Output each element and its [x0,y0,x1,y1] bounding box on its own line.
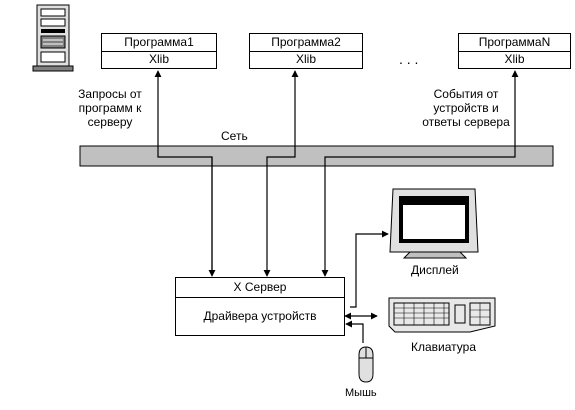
server-tower-icon [32,4,74,72]
program2-box: Программа2 Xlib [249,33,363,69]
x-server-title: X Сервер [176,278,344,298]
mouse-label: Мышь [345,387,377,399]
ellipsis: . . . [399,51,419,67]
events-label-line2: устройств и [433,101,499,115]
program1-xlib: Xlib [148,52,169,66]
requests-label-line2: программ к [78,101,142,115]
requests-label-line3: серверу [87,115,133,129]
keyboard-icon [388,297,496,333]
arrow-mouse [345,320,364,343]
arrow-to-display [350,230,389,308]
requests-label-line1: Запросы от [78,87,142,101]
display-label: Дисплей [411,263,459,277]
mouse-icon [358,346,374,383]
arrow-to-programN [321,70,519,277]
network-label: Сеть [221,129,248,143]
program1-title: Программа1 [102,34,216,52]
events-label-line1: События от [433,87,499,101]
programN-xlib: Xlib [504,52,525,66]
arrow-to-program1 [154,70,213,270]
programN-box: ПрограммаN Xlib [458,33,571,69]
monitor-icon [389,188,479,259]
program2-title: Программа2 [250,34,362,52]
events-label-line3: ответы сервера [422,115,510,129]
x-server-box: X Сервер Драйвера устройств [175,277,345,336]
events-label: События от устройств и ответы сервера [418,87,514,129]
program1-box: Программа1 Xlib [101,33,217,69]
arrow-to-program2 [263,70,299,277]
device-drivers-label: Драйвера устройств [203,309,317,323]
keyboard-label: Клавиатура [411,340,476,354]
program2-xlib: Xlib [295,52,316,66]
network-bar [79,145,554,167]
connection-lines [154,70,519,343]
programN-title: ПрограммаN [459,34,570,52]
requests-label: Запросы от программ к серверу [70,87,150,129]
